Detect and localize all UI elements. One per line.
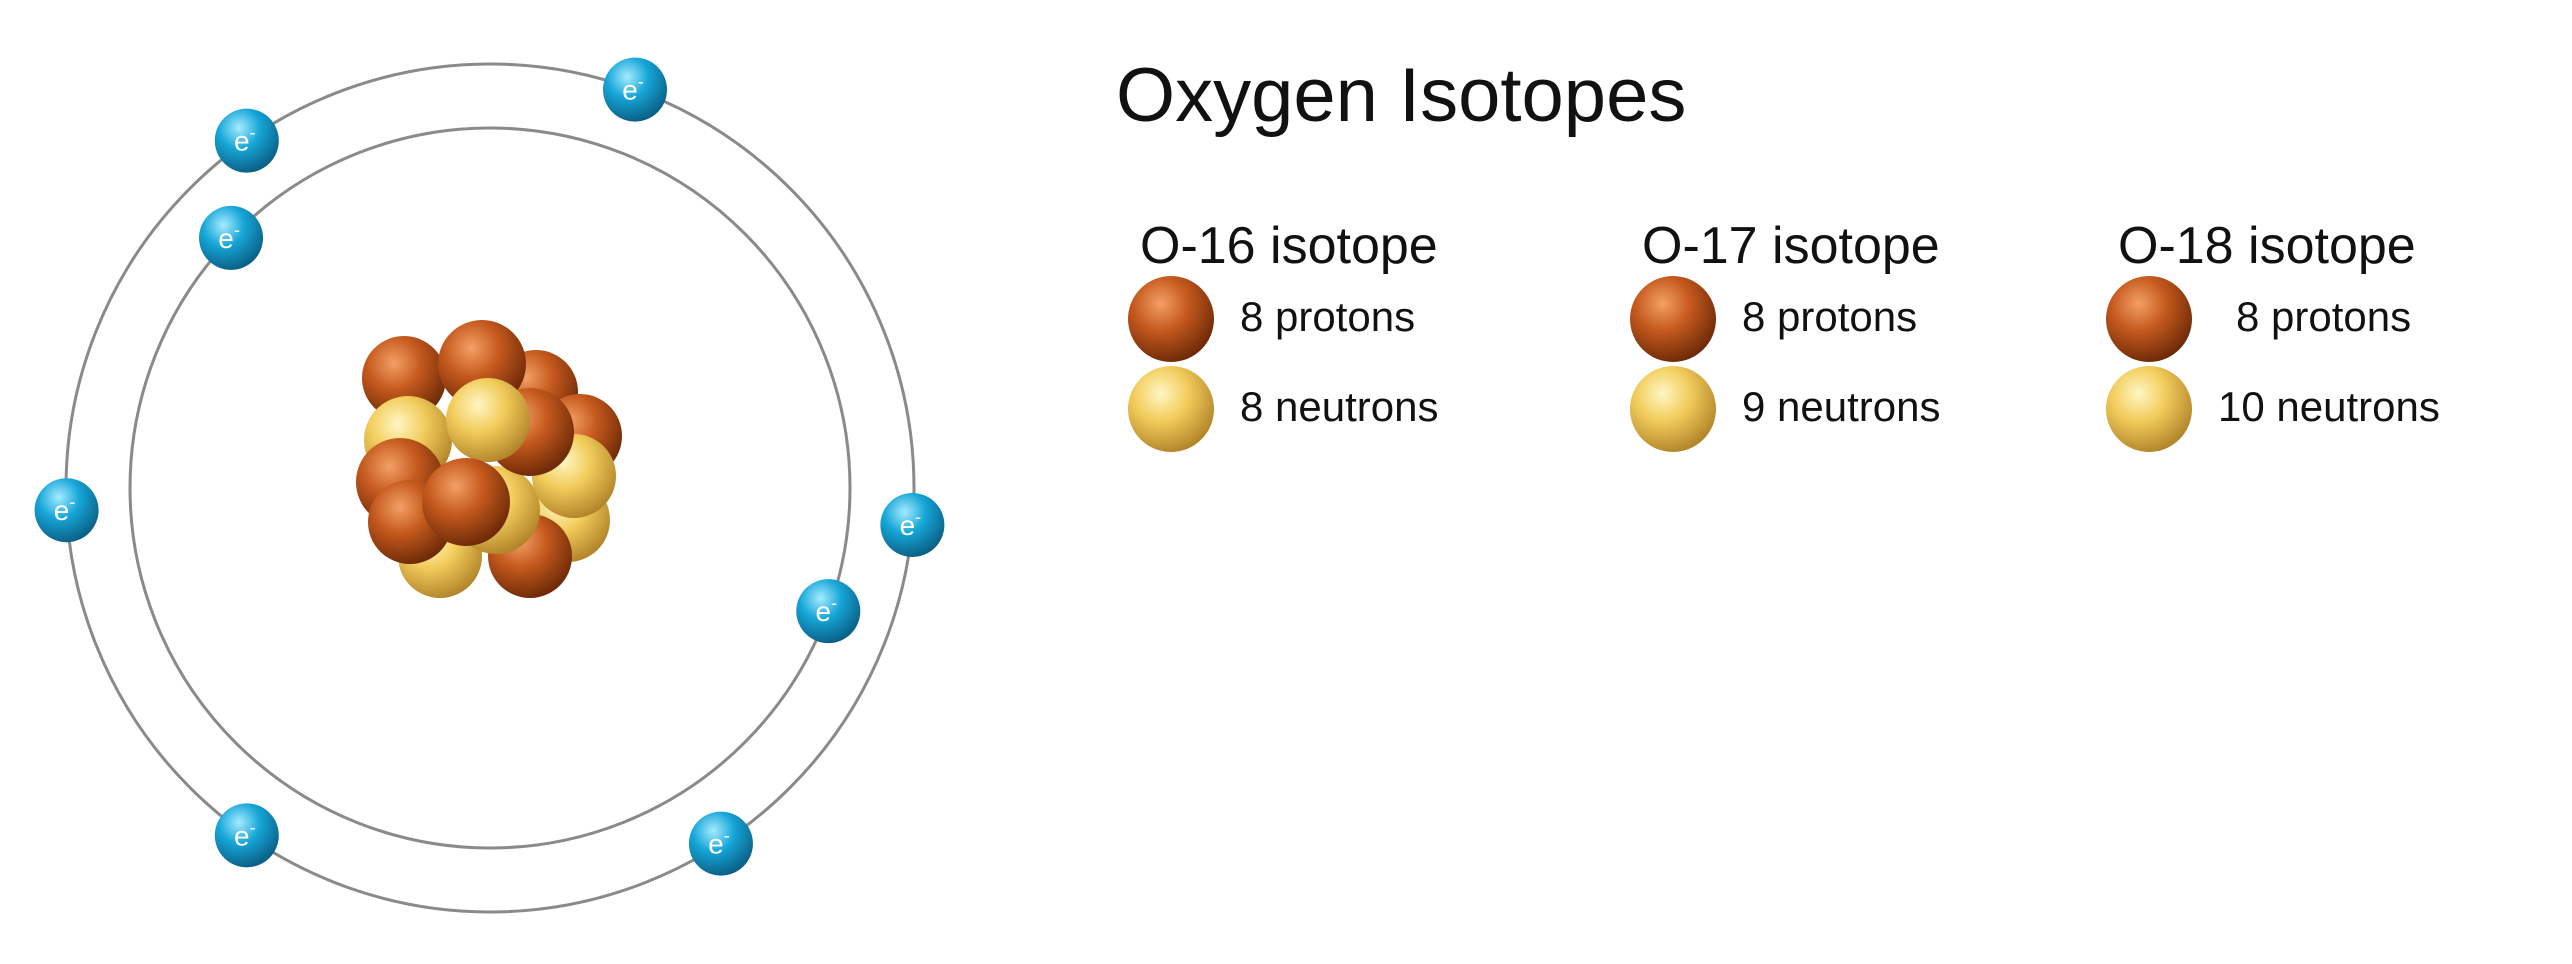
neutron-count: 8 neutrons xyxy=(1240,383,1439,430)
oxygen-atom-diagram: e-e-e-e-e-e-e-e- xyxy=(34,57,945,914)
nucleus-neutron xyxy=(446,378,530,462)
proton-ball-icon xyxy=(1128,276,1214,362)
nucleus-proton xyxy=(422,458,510,546)
electrons: e-e-e-e-e-e-e-e- xyxy=(34,57,945,876)
electron: e- xyxy=(214,108,279,173)
legend-row-neutrons: 8 neutrons xyxy=(1126,364,1586,452)
inner-orbit xyxy=(128,126,852,850)
electron-ball xyxy=(214,108,279,173)
legend-row-neutrons: 9 neutrons xyxy=(1628,364,2088,452)
electron-charge: - xyxy=(234,220,240,240)
legend-row-protons: 8 protons xyxy=(2104,274,2564,362)
electron: e- xyxy=(34,478,99,543)
electron: e- xyxy=(796,579,861,644)
nucleus xyxy=(356,320,622,598)
neutron-count: 9 neutrons xyxy=(1742,383,1941,430)
electron-ball xyxy=(688,811,753,876)
neutron-count: 10 neutrons xyxy=(2218,383,2440,430)
electron-ball xyxy=(796,579,861,644)
isotope-o18: O-18 isotope 8 protons 10 neutrons xyxy=(2104,220,2564,452)
neutron-ball-icon xyxy=(1630,366,1716,452)
proton-count: 8 protons xyxy=(1742,293,1918,340)
electron-ball xyxy=(199,205,264,270)
proton-count: 8 protons xyxy=(1240,293,1416,340)
electron-charge: - xyxy=(724,826,730,846)
isotope-o17: O-17 isotope 8 protons 9 neutrons xyxy=(1628,220,2088,452)
isotope-heading: O-17 isotope xyxy=(1642,217,1940,275)
isotope-o16: O-16 isotope 8 protons 8 neutrons xyxy=(1126,220,1586,452)
proton-ball-icon xyxy=(1630,276,1716,362)
electron-ball xyxy=(34,478,99,543)
electron: e- xyxy=(214,803,279,868)
proton-ball-icon xyxy=(2106,276,2192,362)
electron: e- xyxy=(688,811,753,876)
legend-row-neutrons: 10 neutrons xyxy=(2104,364,2564,452)
page-title: Oxygen Isotopes xyxy=(1116,53,1687,138)
electron: e- xyxy=(603,57,668,122)
electron-charge: - xyxy=(250,817,256,837)
electron-charge: - xyxy=(831,593,837,613)
electron-ball xyxy=(603,57,668,122)
electron-charge: - xyxy=(250,123,256,143)
neutron-ball-icon xyxy=(2106,366,2192,452)
isotope-heading: O-16 isotope xyxy=(1140,217,1438,275)
legend-row-protons: 8 protons xyxy=(1628,274,2088,362)
electron-charge: - xyxy=(915,507,921,527)
proton-count: 8 protons xyxy=(2236,293,2412,340)
neutron-ball-icon xyxy=(1128,366,1214,452)
electron: e- xyxy=(880,492,945,557)
electron-ball xyxy=(214,803,279,868)
electron: e- xyxy=(199,205,264,270)
legend-row-protons: 8 protons xyxy=(1126,274,1586,362)
electron-ball xyxy=(880,492,945,557)
isotope-heading: O-18 isotope xyxy=(2118,217,2416,275)
electron-charge: - xyxy=(638,72,644,92)
nucleus-proton xyxy=(362,336,446,420)
electron-charge: - xyxy=(69,492,75,512)
